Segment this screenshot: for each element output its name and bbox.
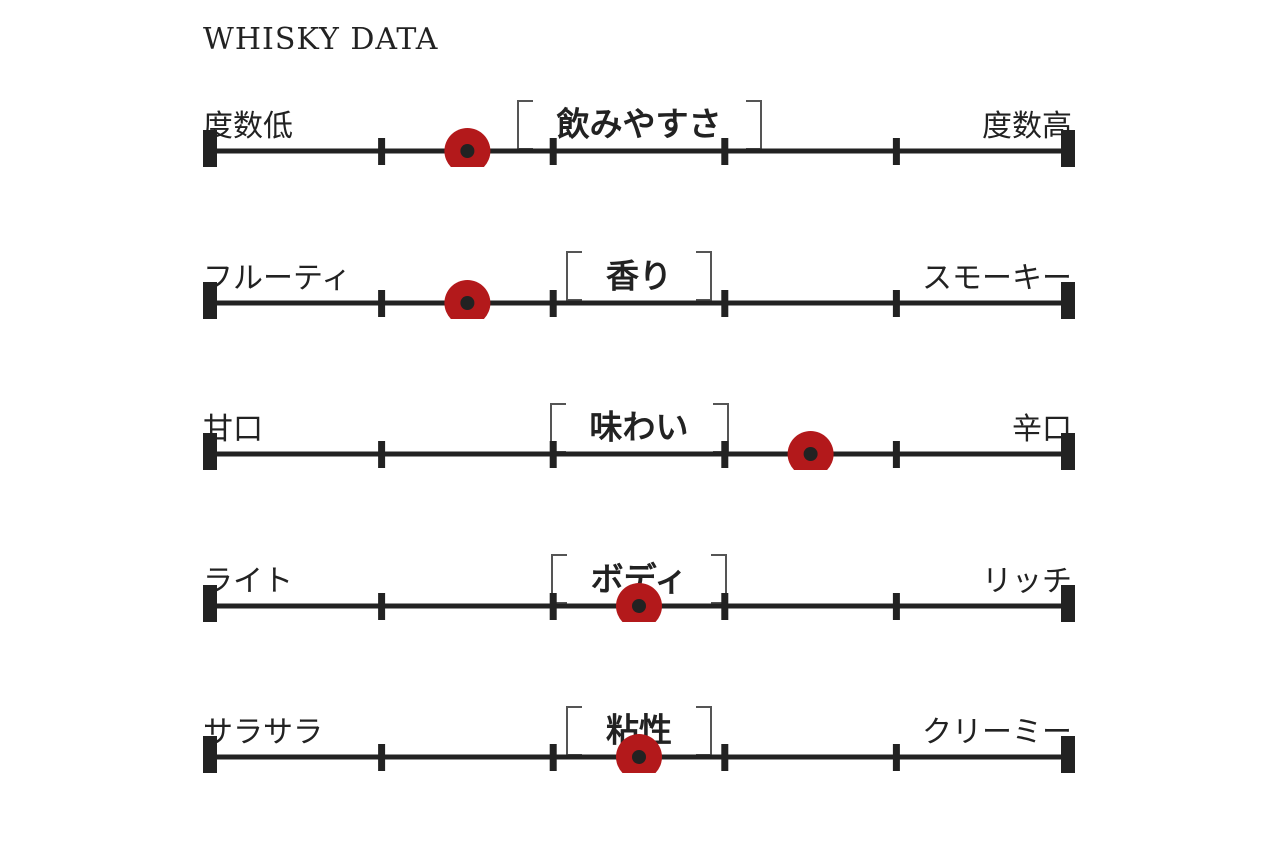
scale-end-cap xyxy=(203,433,217,470)
scale-end-cap xyxy=(1061,281,1075,319)
scale-end-cap xyxy=(203,584,217,622)
scale-tick xyxy=(721,441,729,468)
scale-end-cap xyxy=(1061,736,1075,773)
scale-track xyxy=(203,128,1075,167)
right-label: 度数高 xyxy=(982,109,1072,144)
scale-tick xyxy=(378,744,386,771)
right-label: クリーミー xyxy=(922,715,1072,750)
scale-tick xyxy=(549,744,557,771)
scale-row: ライト ボディ リッチ xyxy=(0,554,1280,713)
scale-row: フルーティ 香り スモーキー xyxy=(0,251,1280,410)
scale-row: 甘口 味わい 辛口 xyxy=(0,402,1280,561)
value-marker-center xyxy=(803,447,818,461)
scale-tick xyxy=(721,744,729,771)
right-label: スモーキー xyxy=(922,260,1072,296)
scale-end-cap xyxy=(203,281,217,319)
right-label: リッチ xyxy=(982,563,1072,599)
scale-track xyxy=(203,582,1075,622)
scale-end-cap xyxy=(1061,433,1075,470)
scale-tick xyxy=(721,289,729,317)
value-marker-center xyxy=(632,598,646,613)
value-marker-center xyxy=(460,144,475,158)
scale-tick xyxy=(378,138,386,165)
scale-tick xyxy=(892,592,900,620)
value-marker-center xyxy=(460,295,475,310)
left-label: 度数低 xyxy=(203,109,293,144)
scale-tick xyxy=(892,744,900,771)
scale-tick xyxy=(378,289,386,317)
scale-end-cap xyxy=(203,736,217,773)
scale-heading: 飲みやすさ xyxy=(210,97,1068,151)
heading-text: 香り xyxy=(606,256,672,295)
left-label: ライト xyxy=(203,563,293,599)
scale-end-cap xyxy=(1061,130,1075,167)
left-label: サラサラ xyxy=(203,715,323,750)
scale-track xyxy=(203,431,1075,470)
scale-row: 度数低 飲みやすさ 度数高 xyxy=(0,99,1280,258)
scale-tick xyxy=(549,138,557,165)
scale-tick xyxy=(549,592,557,620)
value-marker-center xyxy=(632,750,646,764)
scale-end-cap xyxy=(1061,584,1075,622)
scale-tick xyxy=(378,592,386,620)
scale-tick xyxy=(892,138,900,165)
scale-row: サラサラ 粘性 クリーミー xyxy=(0,705,1280,864)
scale-end-cap xyxy=(203,130,217,167)
left-label: フルーティ xyxy=(203,260,352,296)
scale-tick xyxy=(721,592,729,620)
heading-text: 味わい xyxy=(589,407,689,447)
scale-tick xyxy=(549,441,557,468)
scale-heading: 味わい xyxy=(210,400,1068,454)
scale-heading: 香り xyxy=(210,249,1068,303)
page-title: WHISKY DATA xyxy=(203,22,439,57)
scale-tick xyxy=(378,441,386,468)
scale-tick xyxy=(892,441,900,468)
scale-tick xyxy=(892,289,900,317)
scale-tick xyxy=(549,289,557,317)
heading-text: 飲みやすさ xyxy=(556,104,722,144)
scale-track xyxy=(203,734,1075,773)
scale-heading: ボディ xyxy=(210,552,1068,606)
scale-track xyxy=(203,279,1075,319)
scale-tick xyxy=(721,138,729,165)
